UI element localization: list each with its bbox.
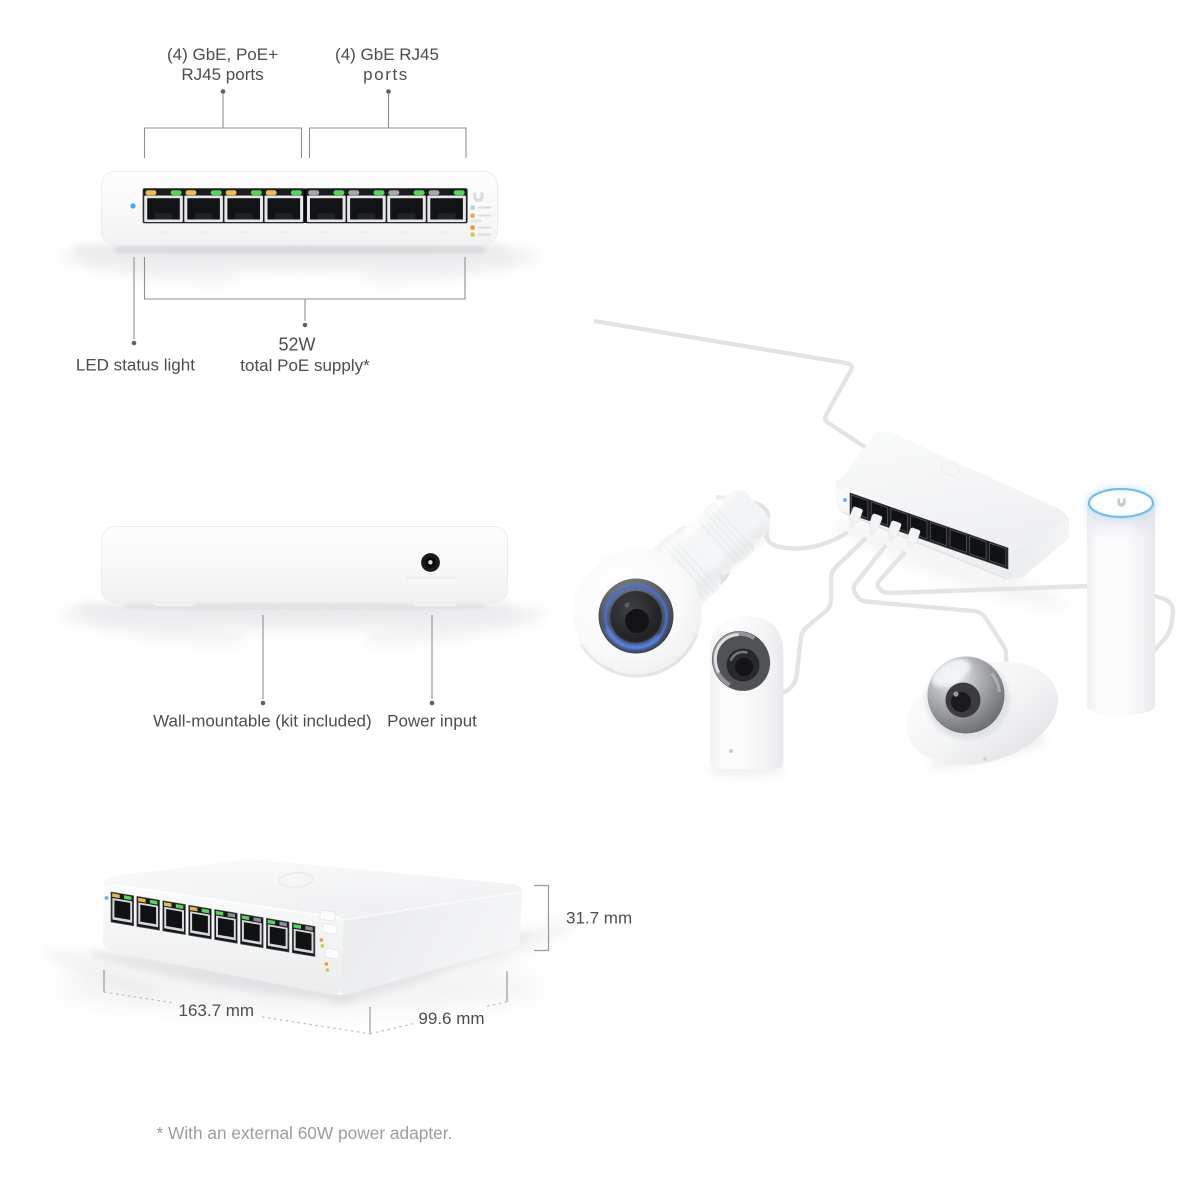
svg-text:Wall-mountable (kit included): Wall-mountable (kit included)	[153, 712, 372, 731]
svg-text:LED status light: LED status light	[76, 356, 195, 375]
svg-text:RJ45 ports: RJ45 ports	[181, 65, 263, 84]
svg-text:(4) GbE, PoE+: (4) GbE, PoE+	[167, 45, 278, 64]
svg-text:(4) GbE RJ45: (4) GbE RJ45	[335, 45, 439, 64]
svg-text:52W: 52W	[278, 335, 315, 355]
svg-text:* With an external 60W power a: * With an external 60W power adapter.	[157, 1123, 453, 1143]
svg-text:total PoE supply*: total PoE supply*	[240, 356, 370, 375]
svg-text:163.7 mm: 163.7 mm	[179, 1001, 255, 1020]
svg-text:ports: ports	[363, 65, 409, 84]
svg-text:Power input: Power input	[387, 712, 477, 731]
svg-text:31.7 mm: 31.7 mm	[566, 909, 632, 928]
svg-text:99.6 mm: 99.6 mm	[418, 1009, 484, 1028]
